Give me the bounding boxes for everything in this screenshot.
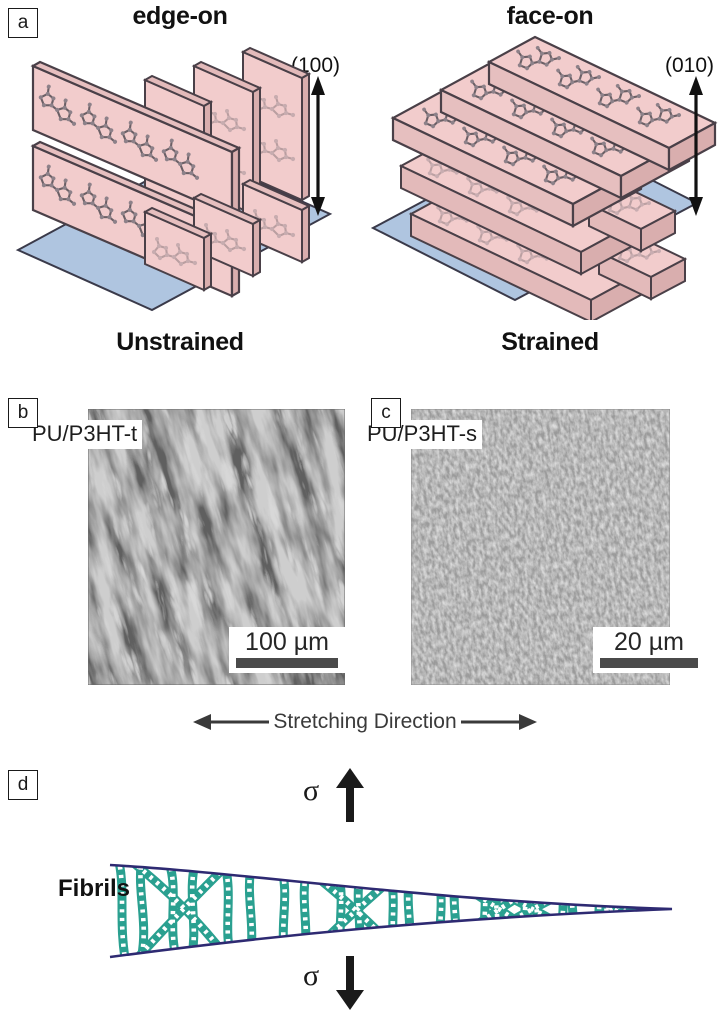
edge-on-diagram — [15, 46, 333, 312]
scalebar-panel-b: 100 µm — [229, 627, 345, 673]
scalebar-panel-c: 20 µm — [593, 627, 705, 673]
scalebar-label-100um: 100 µm — [245, 628, 329, 656]
sample-label-pu-p3ht-t: PU/P3HT-t — [28, 420, 143, 449]
stress-arrow-down-icon — [336, 956, 364, 1010]
stress-symbol-bottom: σ — [303, 959, 320, 992]
stress-symbol-top: σ — [303, 774, 320, 807]
fibrils-label: Fibrils — [58, 875, 131, 902]
column-title-edge-on: edge-on — [132, 2, 228, 30]
state-label-strained: Strained — [501, 328, 599, 356]
stretching-direction-indicator: Stretching Direction — [185, 705, 545, 739]
arrow-right-icon — [460, 714, 537, 730]
panel-label-d: d — [8, 770, 38, 800]
miller-index-010: (010) — [665, 54, 715, 77]
craze-fibril-diagram — [109, 863, 673, 959]
stacking-arrow-100 — [311, 76, 325, 216]
craze-outline — [109, 863, 673, 959]
lamellae-front-row — [30, 60, 312, 298]
panel-b: b PU/P3HT-t 100 — [0, 396, 360, 692]
column-title-face-on: face-on — [506, 2, 594, 30]
state-label-unstrained: Unstrained — [116, 328, 244, 356]
scalebar-rule — [236, 658, 338, 668]
fibril-bundle — [113, 865, 654, 957]
stacking-arrow-010 — [689, 76, 703, 216]
stress-arrow-up-icon — [336, 768, 364, 822]
panel-a: a edge-on face-on (100) (010) — [0, 0, 723, 380]
panel-label-b: b — [8, 398, 38, 428]
slab-layer-top — [390, 32, 718, 228]
scalebar-label-20um: 20 µm — [614, 628, 684, 656]
scalebar-rule — [600, 658, 698, 668]
face-on-diagram — [370, 32, 718, 320]
panel-d: d σ σ — [0, 752, 723, 1026]
stretching-direction-label: Stretching Direction — [273, 710, 457, 733]
panel-label-a: a — [8, 8, 38, 38]
panel-label-c: c — [371, 398, 401, 428]
arrow-left-icon — [193, 714, 270, 730]
panel-c: c PU/P3HT-s 20 µ — [363, 396, 723, 692]
